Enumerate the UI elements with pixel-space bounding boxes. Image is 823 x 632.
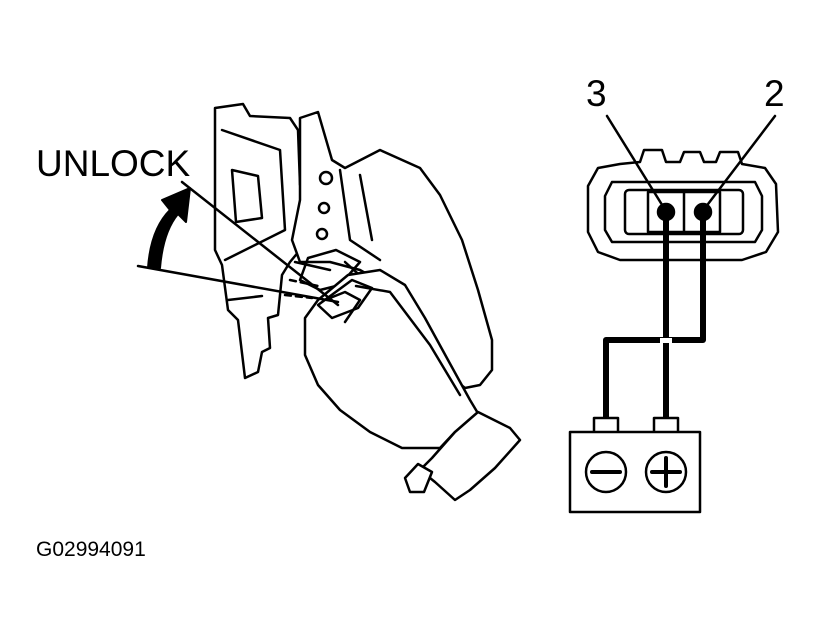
battery	[568, 416, 702, 514]
unlock-label: UNLOCK	[36, 143, 191, 184]
connector-face	[586, 148, 780, 262]
mating-plug	[303, 268, 522, 502]
terminal-leaders	[605, 114, 777, 210]
mounting-bracket	[213, 102, 342, 380]
unlock-arrow-icon	[147, 187, 191, 269]
test-wires	[603, 212, 706, 420]
figure-code: G02994091	[36, 538, 146, 561]
terminal-3-label: 3	[586, 73, 607, 114]
connector-body	[290, 110, 494, 390]
positive-terminal-icon	[644, 450, 688, 494]
terminal-2-label: 2	[764, 73, 785, 114]
unlock-leader-lines	[136, 180, 340, 307]
negative-terminal-icon	[584, 450, 628, 494]
